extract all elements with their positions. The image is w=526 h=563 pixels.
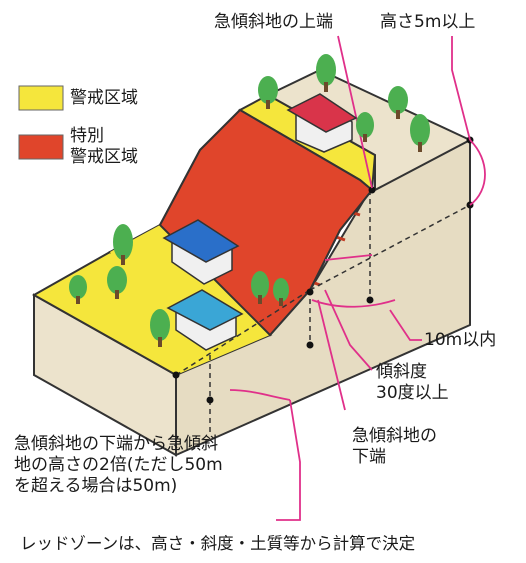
marker-dot	[306, 288, 314, 296]
marker-dot	[306, 341, 314, 349]
annotation-height: 高さ5m以上	[380, 12, 476, 32]
dashed-guide	[309, 204, 471, 291]
house-icon	[162, 219, 240, 285]
tree-icon	[316, 54, 336, 92]
tree-icon	[113, 224, 133, 265]
footer-note: レッドゾーンは、高さ・斜度・土質等から計算で決定	[20, 534, 416, 553]
tree-icon	[388, 86, 408, 119]
tree-icon	[258, 76, 278, 109]
tree-icon	[69, 275, 87, 304]
tree-icon	[356, 112, 374, 142]
tree-icon	[273, 278, 289, 306]
tree-icon	[150, 309, 170, 347]
tree-icon	[410, 114, 430, 152]
annotation-within-10m: 10m以内	[424, 330, 497, 350]
tree-icon	[251, 271, 269, 304]
marker-dot	[366, 296, 374, 304]
legend-swatch-yellow	[18, 85, 64, 111]
annotation-slope-top: 急傾斜地の上端	[214, 12, 333, 32]
leader-lines	[229, 35, 486, 521]
annotation-slope-angle: 傾斜度 30度以上	[376, 362, 449, 403]
legend-swatch-red	[18, 134, 64, 160]
marker-dot	[206, 396, 214, 404]
annotation-slope-bottom: 急傾斜地の 下端	[352, 426, 437, 467]
marker-dot	[172, 371, 180, 379]
tree-icon	[107, 266, 127, 299]
house-icon	[286, 93, 358, 153]
legend-label-warning: 警戒区域	[70, 88, 138, 108]
annotation-twice-height: 急傾斜地の下端から急傾斜 地の高さの2倍(ただし50m を超える場合は50m)	[14, 434, 223, 496]
house-icon	[166, 289, 244, 351]
legend-label-special-warning: 特別 警戒区域	[70, 126, 138, 167]
marker-dot	[368, 186, 376, 194]
